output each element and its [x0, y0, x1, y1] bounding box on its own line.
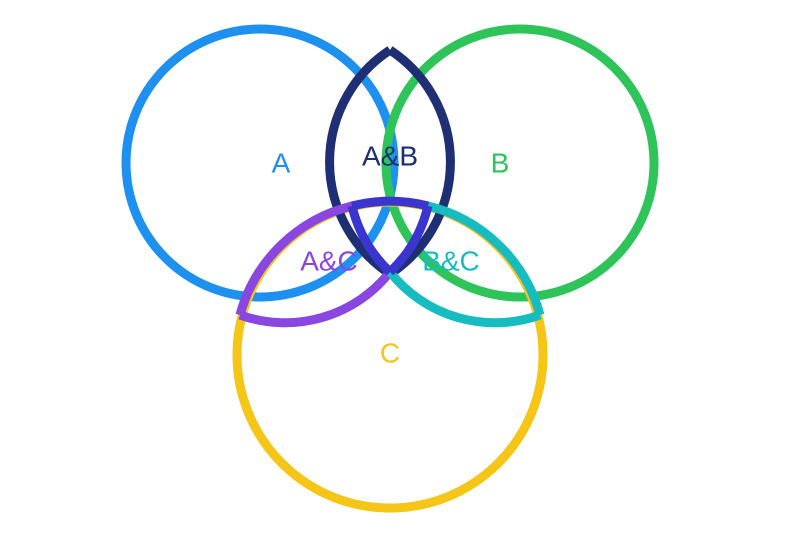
label-a: A	[272, 147, 291, 178]
label-bc: B&C	[422, 245, 480, 276]
ac-lower-arc	[238, 269, 394, 328]
bc-lower-arc	[386, 269, 542, 328]
ab-lens-left-arc	[325, 46, 393, 278]
set-b-circle	[381, 24, 659, 302]
set-a-circle	[121, 24, 399, 302]
abc-center-arc	[350, 196, 430, 211]
bc-upper-arc	[426, 201, 545, 317]
label-ac: A&C	[300, 245, 358, 276]
ab-lens-right-arc	[387, 46, 455, 278]
label-b: B	[491, 147, 510, 178]
ac-upper-arc	[235, 201, 354, 317]
label-c: C	[380, 337, 400, 368]
label-ab: A&B	[362, 140, 418, 171]
abc-right-arc	[386, 204, 433, 276]
abc-left-arc	[347, 204, 394, 276]
